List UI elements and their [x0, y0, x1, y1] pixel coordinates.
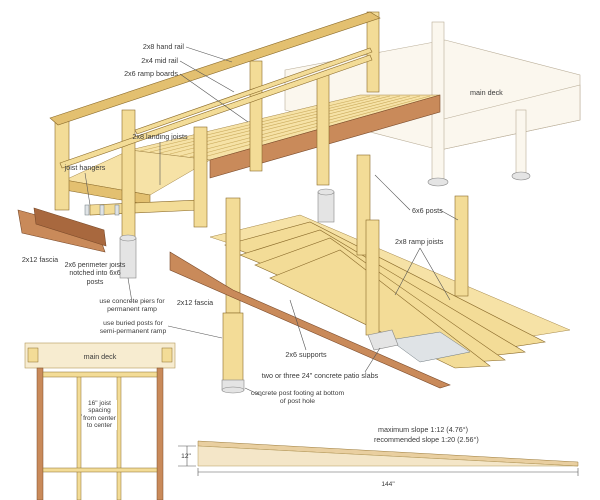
label-landing-joists: 2x8 landing joists: [132, 132, 188, 141]
label-mid-rail: 2x4 mid rail: [141, 56, 178, 65]
plan-view: main deck 16" joist spacing from center …: [24, 342, 176, 500]
label-max-slope: maximum slope 1:12 (4.76°): [378, 425, 468, 434]
upper-ramp: [17, 11, 441, 279]
label-ramp-joists: 2x8 ramp joists: [395, 237, 444, 246]
label-hand-rail: 2x8 hand rail: [143, 42, 185, 51]
label-buried-posts: use buried posts for semi-permanent ramp: [99, 320, 167, 336]
label-recommended-slope: recommended slope 1:20 (2.56°): [374, 435, 479, 444]
slope-diagram: 12" 144" maximum slope 1:12 (4.76°) reco…: [178, 425, 579, 488]
label-patio-slabs: two or three 24" concrete patio slabs: [262, 371, 379, 380]
label-6x6-posts: 6x6 posts: [412, 206, 443, 215]
label-rise: 12": [181, 453, 191, 460]
label-2x6-supports: 2x6 supports: [285, 350, 327, 359]
label-post-footing: concrete post footing at bottom of post …: [250, 390, 345, 406]
label-perimeter-joists: 2x6 perimeter joists notched into 6x6 po…: [64, 262, 126, 286]
ramp-board-lines: [139, 95, 431, 159]
label-joist-spacing: 16" joist spacing from center to center: [82, 400, 117, 430]
label-fascia-mid: 2x12 fascia: [177, 298, 213, 307]
label-main-deck: main deck: [470, 88, 503, 97]
label-group: 2x8 hand rail 2x4 mid rail 2x6 ramp boar…: [22, 42, 503, 406]
label-ramp-boards: 2x6 ramp boards: [124, 69, 178, 78]
label-run: 144": [381, 481, 395, 488]
lower-ramp: [169, 154, 571, 394]
plan-main-deck-label: main deck: [84, 352, 117, 361]
label-joist-hangers: joist hangers: [64, 163, 106, 172]
label-fascia-left: 2x12 fascia: [22, 255, 58, 264]
